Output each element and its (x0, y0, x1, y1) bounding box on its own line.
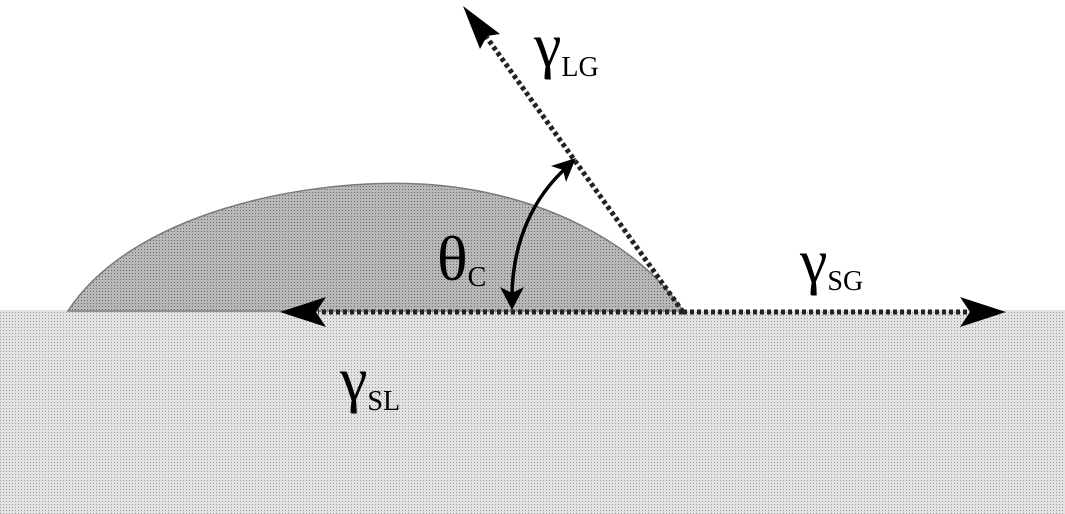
gamma-lg-label: γLG (533, 12, 599, 83)
gamma-lg-vector (482, 33, 686, 314)
gamma-sg-label: γSG (799, 228, 863, 297)
theta-c-label: θC (437, 223, 486, 294)
gamma-lg-arrowhead (463, 6, 500, 49)
gamma-sl-arrowhead (280, 297, 326, 327)
substrate (0, 310, 1065, 514)
contact-angle-arc (510, 166, 568, 299)
gamma-sg-arrowhead (960, 297, 1006, 327)
contact-angle-arrowhead-bottom (500, 287, 524, 310)
droplet (66, 182, 685, 312)
contact-angle-arrowhead-top (551, 158, 576, 182)
gamma-sl-label: γSL (339, 346, 400, 417)
